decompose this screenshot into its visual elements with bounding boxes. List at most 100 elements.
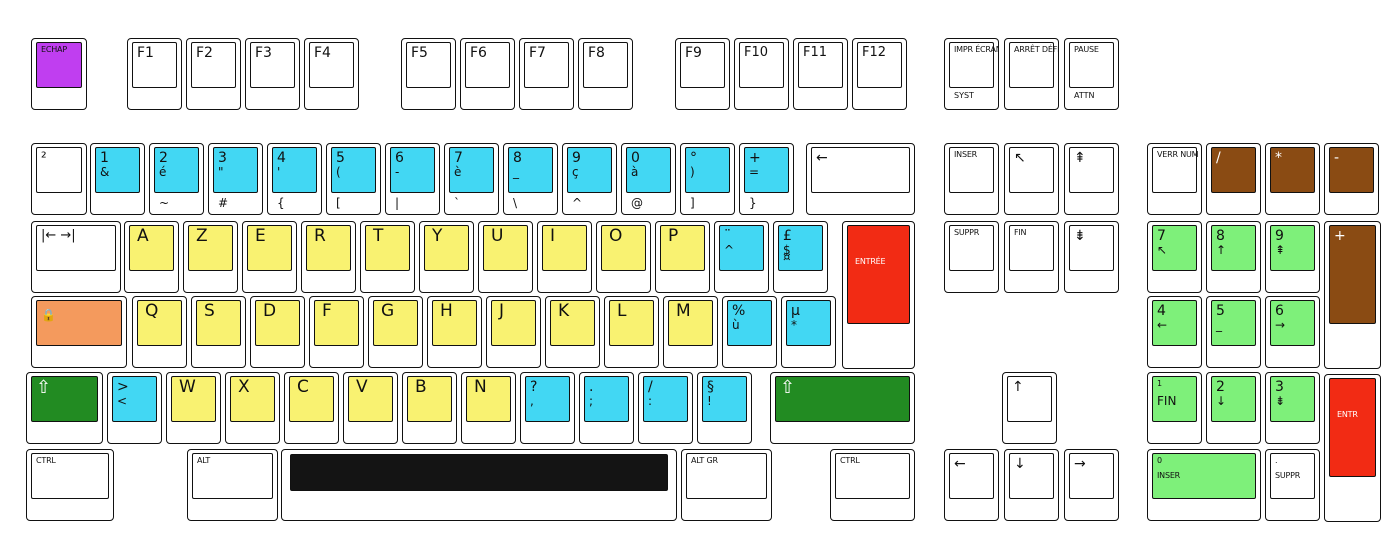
key-legend: SUPPR (1275, 470, 1301, 480)
key-legend: _ (513, 164, 519, 179)
key-legend: F (322, 301, 332, 321)
key-legend: R (314, 226, 326, 246)
key-v: V (343, 372, 398, 444)
key-legend: F8 (588, 45, 605, 61)
key-legend: ARRÊT DÉFIL (1014, 45, 1059, 54)
key-y: Y (419, 221, 474, 293)
key-legend: , (530, 393, 534, 408)
key-s: S (191, 296, 246, 368)
key-legend: X (238, 377, 250, 397)
keycap-top (95, 147, 140, 193)
keycap-top (1211, 376, 1256, 422)
key-k6: 6-| (385, 143, 440, 215)
key-slash: /: (638, 372, 693, 444)
key-legend: ↓ (1014, 456, 1026, 472)
keycap-top (1069, 225, 1114, 271)
key-legend: CTRL (840, 456, 860, 465)
key-legend: ⇟ (1275, 393, 1286, 408)
key-legend: F11 (803, 45, 828, 60)
key-legend: ° (690, 150, 697, 166)
key-r: R (301, 221, 356, 293)
keycap-top (680, 42, 725, 88)
key-echap: ECHAP (31, 38, 87, 110)
key-rctrl: CTRL (830, 449, 915, 521)
keycap-top (1329, 147, 1374, 193)
key-f: F (309, 296, 364, 368)
keycap-top (550, 300, 595, 346)
key-f3: F3 (245, 38, 300, 110)
key-legend: ) (690, 164, 695, 179)
keycap-top (798, 42, 843, 88)
key-g: G (368, 296, 423, 368)
keycap-top (1270, 376, 1315, 422)
keycap-top (1329, 378, 1376, 478)
keycap-top (424, 225, 469, 271)
key-legend: £ (783, 228, 792, 244)
keycap-top (191, 42, 236, 88)
key-legend: { (277, 195, 285, 210)
key-f10: F10 (734, 38, 789, 110)
key-legend: 0 (1157, 456, 1162, 465)
key-legend: T (373, 226, 384, 246)
keycap-top (154, 147, 199, 193)
key-legend: N (474, 377, 487, 397)
key-f5: F5 (401, 38, 456, 110)
key-legend: + (749, 150, 761, 166)
key-legend: FIN (1157, 393, 1177, 408)
key-legend: F4 (314, 45, 331, 61)
keycap-top (314, 300, 359, 346)
key-legend: ↖ (1157, 242, 1168, 257)
key-e: E (242, 221, 297, 293)
key-dollar: £$¤ (773, 221, 828, 293)
key-legend: ¨ (724, 228, 731, 244)
keycap-top (1270, 300, 1315, 346)
key-a: A (124, 221, 179, 293)
keycap-top (1152, 376, 1197, 422)
keycap-top (786, 300, 831, 346)
key-npdot: .SUPPR (1265, 449, 1320, 521)
keycap-top (660, 225, 705, 271)
keycap-top (188, 225, 233, 271)
key-legend: 4 (277, 150, 286, 166)
key-k3: 3"# (208, 143, 263, 215)
key-legend: [ (336, 195, 341, 210)
keycap-top (1211, 225, 1256, 271)
key-legend: → (1275, 317, 1286, 332)
key-legend: ← (816, 150, 828, 166)
key-right: → (1064, 449, 1119, 521)
key-legend: I (550, 226, 556, 246)
keycap-top (247, 225, 292, 271)
keycap-top (1069, 42, 1114, 88)
key-legend: 5 (1216, 303, 1225, 319)
key-legend: µ (791, 303, 800, 319)
key-legend: K (558, 301, 570, 321)
keycap-top (31, 376, 98, 422)
key-legend: |← →| (41, 228, 76, 243)
key-legend: à (631, 164, 639, 179)
keycap-top (306, 225, 351, 271)
key-legend: ENTR (1337, 410, 1358, 419)
key-legend: . (589, 379, 594, 395)
key-entree: ENTRÉE (842, 221, 915, 369)
key-legend: 8 (513, 150, 522, 166)
key-mu: µ* (781, 296, 836, 368)
keycap-top (406, 42, 451, 88)
keycap-top (255, 300, 300, 346)
key-legend: PAUSE (1074, 45, 1099, 54)
key-legend: SYST (954, 90, 974, 100)
key-x: X (225, 372, 280, 444)
keycap-top (1009, 225, 1054, 271)
keycap-top (230, 376, 275, 422)
key-space (281, 449, 677, 521)
keycap-top (213, 147, 258, 193)
keycap-top (483, 225, 528, 271)
key-legend: ( (336, 164, 341, 179)
key-k8: 8_\ (503, 143, 558, 215)
keycap-top (36, 147, 82, 193)
key-legend: INSER (954, 150, 978, 159)
key-legend: H (440, 301, 453, 321)
keycap-top (1007, 376, 1052, 422)
